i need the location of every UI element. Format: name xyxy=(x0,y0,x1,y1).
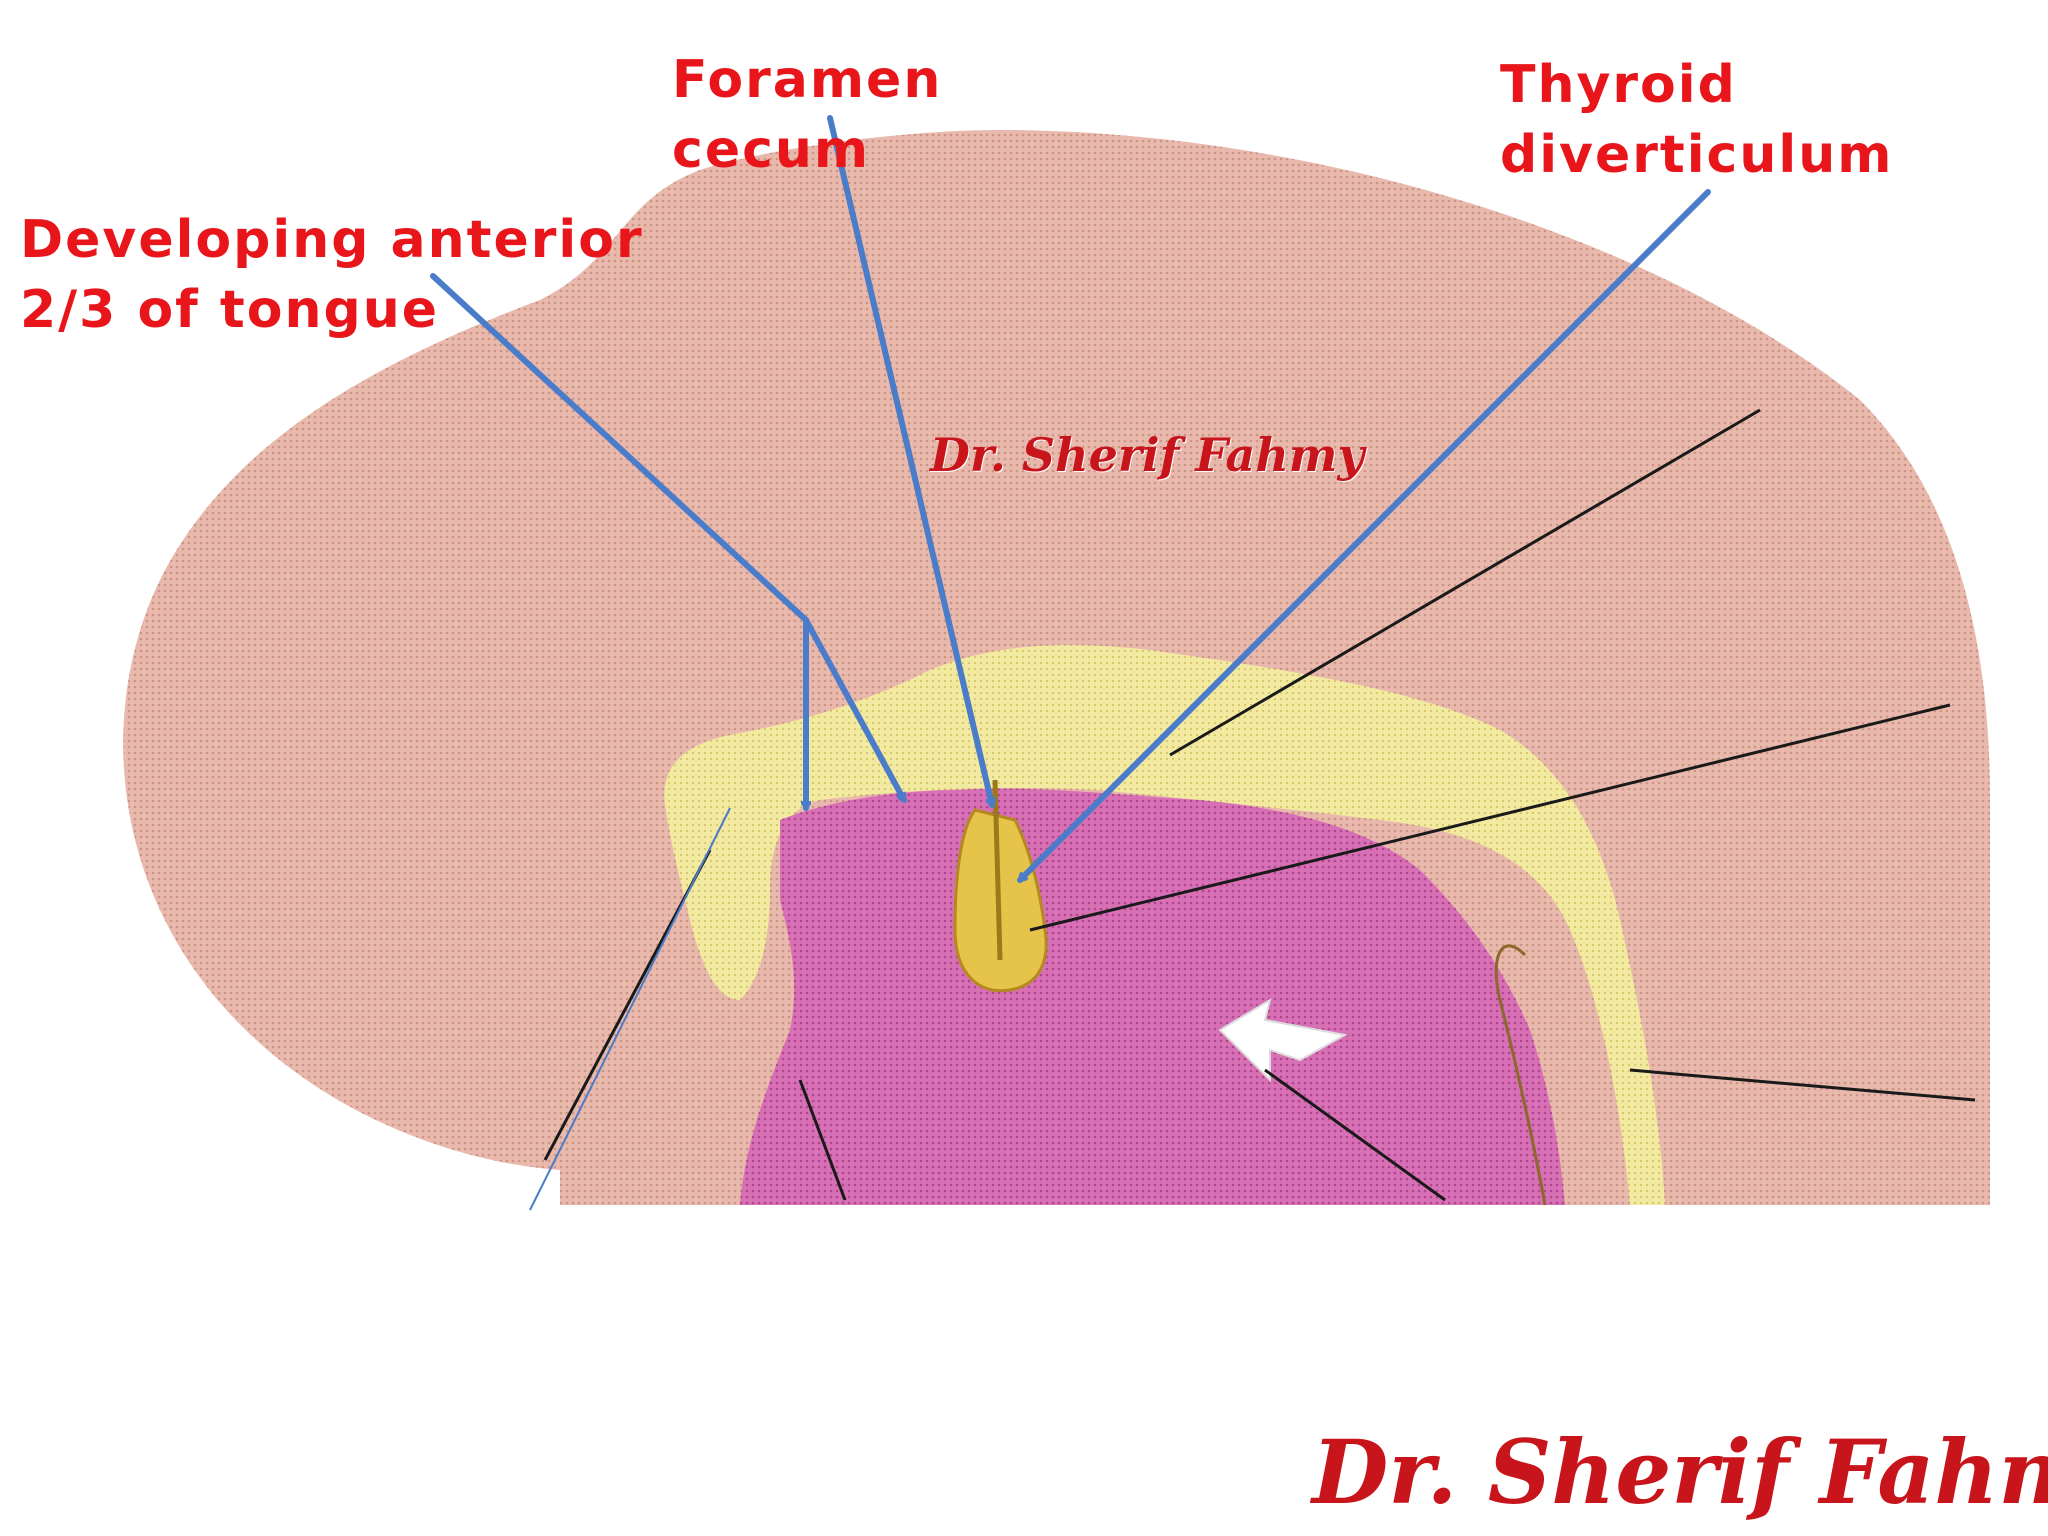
watermark-bottom: Dr. Sherif Fahmy xyxy=(1312,1420,2048,1524)
blue-pointers xyxy=(430,115,1711,883)
label-developing-tongue: Developing anterior 2/3 of tongue xyxy=(20,210,644,340)
thin-pointer xyxy=(529,807,731,1211)
endoderm-layer xyxy=(664,645,1665,1205)
pharyngeal-pouch-outline xyxy=(1494,944,1547,1206)
label-foramen-cecum: Foramen cecum xyxy=(672,50,943,180)
pharyngeal-lumen xyxy=(740,788,1565,1205)
label-thyroid-diverticulum: Thyroid diverticulum xyxy=(1500,55,1894,185)
watermark-center: Dr. Sherif Fahmy xyxy=(930,428,1365,482)
thyroid-duct xyxy=(992,779,1003,961)
